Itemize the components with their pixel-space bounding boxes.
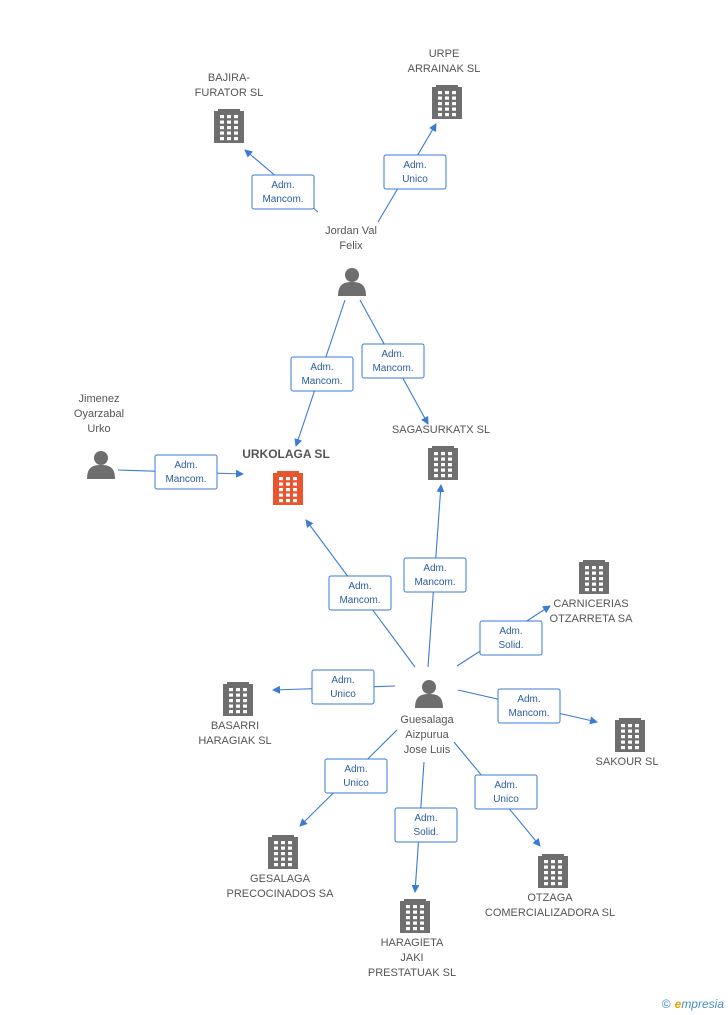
node-label-carnicerias[interactable]: CARNICERIAS [553,598,628,610]
edge-label-text: Adm. [423,563,446,574]
edge-label-text: Unico [402,174,428,185]
node-label-basarri[interactable]: BASARRI [211,720,259,732]
edge-label-guesalaga-sakour[interactable]: Adm. Mancom. [497,688,561,724]
edge-label-text: Adm. [381,349,404,360]
person-icon[interactable] [415,680,443,708]
edge-label-guesalaga-otzaga[interactable]: Adm. Unico [474,774,538,810]
building-icon[interactable] [214,109,244,143]
brand-footer: ©empresia [662,997,724,1011]
building-icon[interactable] [223,682,253,716]
node-label-urpe[interactable]: URPE [429,48,460,60]
edge-label-text: Mancom. [165,474,206,485]
edge-label-guesalaga-urkolaga[interactable]: Adm. Mancom. [328,575,392,611]
edge-label-guesalaga-haragieta[interactable]: Adm. Solid. [394,807,458,843]
node-label-otzaga[interactable]: OTZAGA [527,892,573,904]
edge-label-jordan-bajira[interactable]: Adm. Mancom. [251,174,315,210]
edge-label-text: Adm. [174,460,197,471]
edge-label-text: Adm. [310,362,333,373]
edge-label-guesalaga-carnicerias[interactable]: Adm. Solid. [479,620,543,656]
edge-label-jordan-urpe[interactable]: Adm. Unico [383,154,447,190]
edge-label-text: Adm. [517,694,540,705]
edge-label-text: Unico [343,778,369,789]
node-label-guesalaga[interactable]: Jose Luis [404,744,451,756]
edge-label-jimenez-urkolaga[interactable]: Adm. Mancom. [154,454,218,490]
brand-logo-text: mpresia [681,997,724,1011]
building-icon[interactable] [400,899,430,933]
edge-label-text: Mancom. [262,194,303,205]
edge-label-text: Unico [493,794,519,805]
building-icon[interactable] [579,560,609,594]
node-label-guesalaga[interactable]: Guesalaga [400,714,454,726]
node-label-otzaga[interactable]: COMERCIALIZADORA SL [485,907,615,919]
person-icon[interactable] [338,268,366,296]
edge-label-text: Solid. [498,640,523,651]
edge-label-jordan-urkolaga[interactable]: Adm. Mancom. [290,356,354,392]
building-icon[interactable] [273,471,303,505]
edge-label-text: Mancom. [372,363,413,374]
brand-logo-e: e [674,997,682,1011]
node-label-basarri[interactable]: HARAGIAK SL [198,735,271,747]
edge-label-text: Unico [330,689,356,700]
node-label-sakour[interactable]: SAKOUR SL [596,756,659,768]
edges-layer: Adm.Mancom.Adm.UnicoAdm.Mancom.Adm.Manco… [117,123,598,893]
node-label-jimenez[interactable]: Oyarzabal [74,408,124,420]
node-label-guesalaga[interactable]: Aizpurua [405,729,449,741]
edge-label-text: Adm. [348,581,371,592]
building-icon[interactable] [432,85,462,119]
node-label-haragieta[interactable]: JAKI [400,952,423,964]
node-label-jimenez[interactable]: Urko [87,423,110,435]
node-label-gesalaga[interactable]: PRECOCINADOS SA [227,888,335,900]
edge-label-guesalaga-sagasurkatx[interactable]: Adm. Mancom. [403,557,467,593]
building-icon[interactable] [268,835,298,869]
node-label-urkolaga[interactable]: URKOLAGA SL [242,447,330,461]
building-icon[interactable] [538,854,568,888]
edge-label-text: Mancom. [301,376,342,387]
edge-label-text: Mancom. [508,708,549,719]
edge-label-text: Adm. [414,813,437,824]
node-label-gesalaga[interactable]: GESALAGA [250,873,311,885]
edge-label-text: Mancom. [414,577,455,588]
edge-label-text: Adm. [271,180,294,191]
edge-label-jordan-sagasurkatx[interactable]: Adm. Mancom. [361,343,425,379]
node-label-bajira[interactable]: FURATOR SL [195,87,264,99]
edge-label-text: Solid. [413,827,438,838]
node-label-carnicerias[interactable]: OTZARRETA SA [550,613,634,625]
node-label-haragieta[interactable]: PRESTATUAK SL [368,967,456,979]
edge-label-text: Adm. [403,160,426,171]
node-label-haragieta[interactable]: HARAGIETA [381,937,444,949]
edge-label-text: Adm. [331,675,354,686]
edge-label-text: Mancom. [339,595,380,606]
edge-label-guesalaga-basarri[interactable]: Adm. Unico [311,669,375,705]
building-icon[interactable] [428,446,458,480]
edge-label-guesalaga-gesalaga[interactable]: Adm. Unico [324,758,388,794]
node-label-jordan[interactable]: Felix [339,240,363,252]
node-label-sagasurkatx[interactable]: SAGASURKATX SL [392,424,490,436]
edge-label-text: Adm. [494,780,517,791]
nodes-layer: BAJIRA- FURATOR SL URPE ARRAINAK SL Jordan V… [74,48,659,979]
person-icon[interactable] [87,451,115,479]
edge-label-text: Adm. [344,764,367,775]
node-label-bajira[interactable]: BAJIRA- [208,72,251,84]
node-label-jordan[interactable]: Jordan Val [325,225,377,237]
copyright-symbol: © [661,997,671,1011]
node-label-jimenez[interactable]: Jimenez [79,393,120,405]
building-icon[interactable] [615,718,645,752]
node-label-urpe[interactable]: ARRAINAK SL [408,63,481,75]
edge-label-text: Adm. [499,626,522,637]
